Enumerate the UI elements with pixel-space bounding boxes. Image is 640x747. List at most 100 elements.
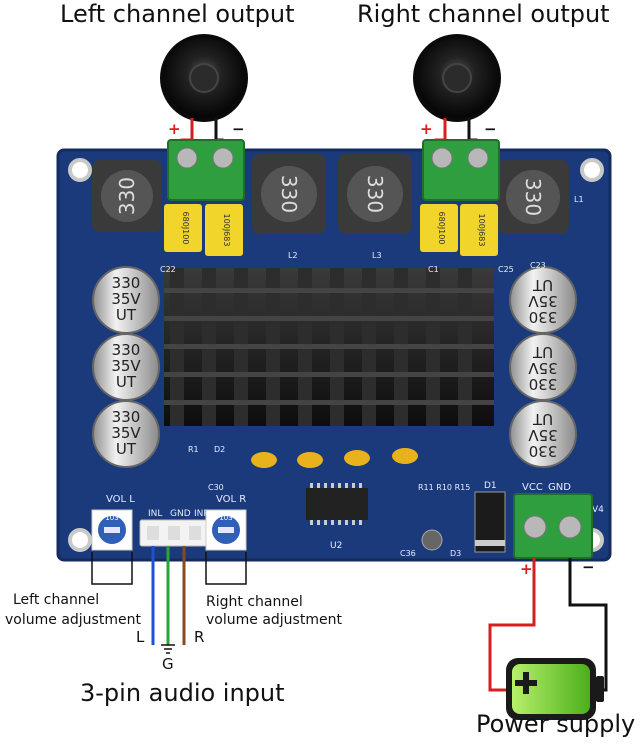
heatsink-groove (164, 288, 494, 293)
cap-marking: UT (532, 410, 553, 428)
silk-u2: U2 (330, 541, 342, 551)
silk-d2: D2 (214, 445, 225, 454)
pot-code: 103 (105, 514, 118, 522)
film-cap-marking: 680J100 (437, 212, 446, 245)
silk-d3: D3 (450, 549, 461, 558)
audio-input-label: 3-pin audio input (80, 679, 285, 707)
cap-marking: 35V (528, 359, 558, 377)
left-output-terminal (167, 139, 245, 201)
heatsink-groove (164, 316, 494, 321)
silk-gnd: GND (170, 509, 191, 519)
power-supply-label: Power supply (476, 710, 636, 738)
left-output-label: Left channel output (60, 0, 295, 28)
ic-pin (338, 483, 341, 488)
capacitor-c36 (421, 529, 443, 551)
right-plus-sign: + (420, 120, 433, 138)
silk-inl: INL (148, 509, 162, 519)
pin-l-label: L (136, 628, 145, 646)
film-cap-marking: 680J100 (181, 212, 190, 245)
inductor-marking: 330 (277, 175, 301, 213)
ic-pin (317, 520, 320, 525)
inductor-l4 (92, 160, 162, 232)
ic-pin (359, 520, 362, 525)
right-output-terminal (422, 139, 500, 201)
power-plus-sign: + (520, 560, 533, 578)
power-wire-positive (488, 558, 536, 692)
inductor-marking: 330 (115, 177, 139, 215)
electrolytic-capacitors: 33035VUT33035VUT33035VUT33035VUT33035VUT… (92, 266, 577, 468)
inductor-l3 (338, 154, 412, 234)
ic-pin (359, 483, 362, 488)
right-volume-label-line1: Right channel (206, 594, 303, 610)
heatsink (164, 268, 494, 426)
cap-marking: UT (532, 343, 553, 361)
battery-icon (506, 658, 604, 720)
power-minus-sign: − (582, 558, 595, 576)
film-cap-marking: 100J683 (477, 214, 486, 247)
left-volume-label-line1: Left channel (13, 592, 100, 608)
left-minus-sign: − (232, 120, 245, 138)
power-wire-negative (568, 558, 608, 692)
silk-c22: C22 (160, 265, 176, 274)
pot-code: 103 (219, 514, 232, 522)
right-volume-bracket (205, 552, 247, 585)
silk-d1: D1 (484, 481, 497, 491)
inductor-marking: 330 (363, 175, 387, 213)
heatsink-groove (164, 344, 494, 349)
ic-pin (331, 520, 334, 525)
right-output-label: Right channel output (357, 0, 610, 28)
silk-vol-r: VOL R (216, 494, 246, 505)
cap-marking: 330 (529, 375, 558, 393)
left-plus-sign: + (168, 120, 181, 138)
film-capacitors-right (420, 204, 498, 256)
silk-c1: C1 (428, 265, 439, 274)
silk-gnd2: GND (548, 482, 571, 493)
left-volume-pot (91, 509, 133, 551)
right-volume-label-line2: volume adjustment (206, 612, 342, 628)
ic-pin (324, 483, 327, 488)
ic-pin (317, 483, 320, 488)
silk-inr: INR (194, 509, 210, 519)
silk-r11: R11 R10 R15 (418, 483, 470, 492)
ic-pin (352, 520, 355, 525)
cap-marking: 330 (112, 341, 141, 359)
ceramic-capacitors (251, 448, 418, 468)
audio-input-header (139, 519, 209, 547)
ic-pin (331, 483, 334, 488)
silk-vcc: VCC (522, 482, 543, 493)
ic-pin (345, 483, 348, 488)
film-cap-marking: 100J683 (222, 214, 231, 247)
cap-marking: 35V (528, 292, 558, 310)
cap-marking: 330 (112, 408, 141, 426)
right-volume-pot (205, 509, 247, 551)
heatsink-groove (164, 400, 494, 405)
cap-marking: UT (116, 306, 137, 324)
silk-c30: C30 (208, 483, 224, 492)
pin-r-label: R (194, 628, 205, 646)
cap-marking: UT (116, 373, 137, 391)
silk-r1: R1 (188, 445, 199, 454)
cap-marking: UT (532, 276, 553, 294)
cap-marking: 330 (529, 308, 558, 326)
silk-v4: V4 (592, 505, 604, 515)
left-volume-label-line2: volume adjustment (5, 612, 141, 628)
inductor-l1 (497, 160, 569, 234)
cap-marking: 330 (112, 274, 141, 292)
power-terminal (513, 493, 593, 559)
ic-pin (352, 483, 355, 488)
silk-c23: C23 (530, 261, 546, 270)
silk-c25: C25 (498, 265, 514, 274)
ic-pin (345, 520, 348, 525)
ic-pin (310, 483, 313, 488)
silk-l3: L3 (372, 251, 382, 260)
right-minus-sign: − (484, 120, 497, 138)
inductor-l2 (252, 154, 326, 234)
ic-pin (310, 520, 313, 525)
silk-vol-l: VOL L (106, 494, 135, 505)
